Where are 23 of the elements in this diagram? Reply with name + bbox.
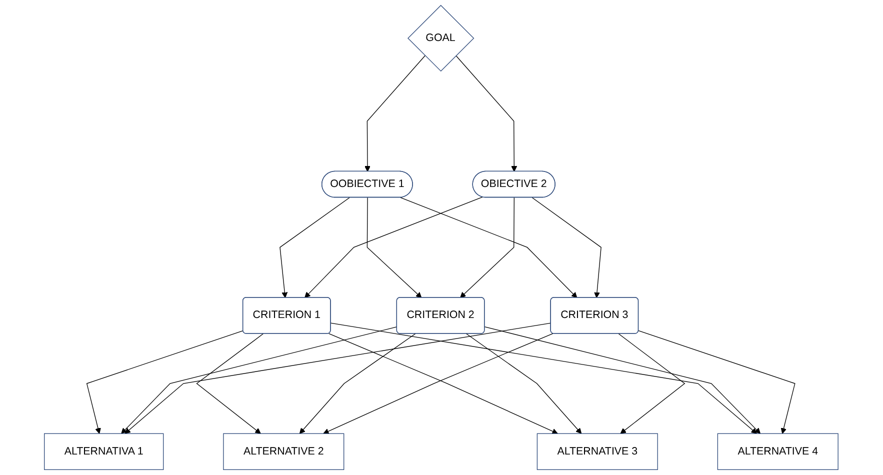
arrow bbox=[460, 197, 515, 298]
arrow bbox=[124, 322, 552, 434]
arrow bbox=[456, 55, 518, 172]
arrow bbox=[86, 330, 244, 434]
arrow bbox=[304, 196, 484, 298]
arrow bbox=[196, 333, 264, 434]
node-box: ALTERNATIVE 3 bbox=[537, 433, 658, 470]
arrow bbox=[484, 326, 761, 434]
arrow bbox=[300, 333, 416, 434]
arrow bbox=[466, 333, 582, 434]
node-box: ALTERNATIVE 2 bbox=[223, 433, 344, 470]
arrow bbox=[400, 197, 578, 298]
node-diamond: GOAL bbox=[408, 4, 474, 72]
arrow bbox=[367, 197, 422, 298]
node-box: ALTERNATIVE 4 bbox=[718, 433, 839, 470]
arrow bbox=[364, 55, 426, 172]
arrow bbox=[330, 322, 758, 434]
arrow bbox=[638, 330, 796, 434]
arrow bbox=[618, 333, 686, 434]
arrow bbox=[121, 326, 398, 434]
arrow bbox=[532, 197, 602, 298]
arrow bbox=[280, 197, 350, 298]
node-box: ALTERNATIVA 1 bbox=[44, 433, 164, 470]
